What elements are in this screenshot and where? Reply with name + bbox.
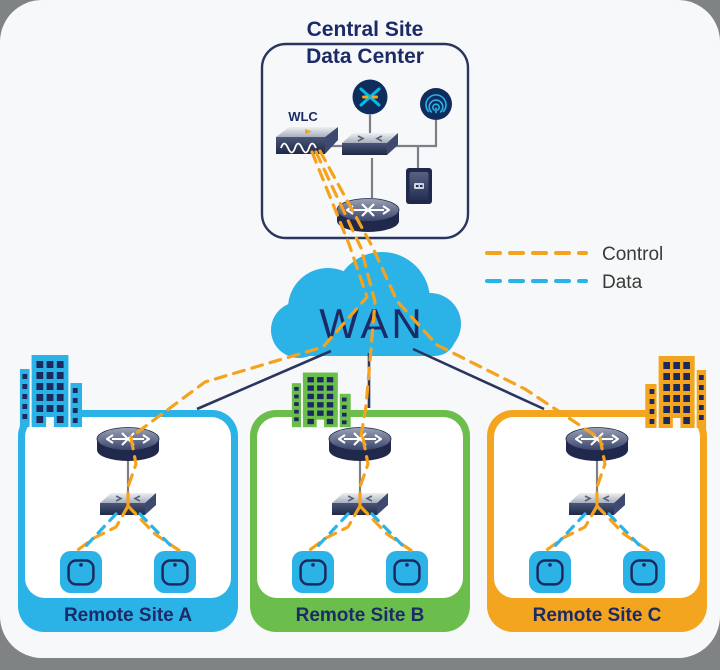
site-b-access-point-icon-right <box>386 551 428 593</box>
site-b-control-router-switch <box>358 436 370 508</box>
control-path-wlc-to-site-b <box>314 150 377 438</box>
server-icon <box>406 168 432 204</box>
site-c-data-to-ap-right <box>607 512 644 550</box>
site-c-label: Remote Site C <box>533 605 662 626</box>
site-b-label: Remote Site B <box>296 605 425 626</box>
site-c-control-router-switch <box>595 436 607 508</box>
wlc-label: WLC <box>288 109 318 124</box>
wan-cloud <box>271 252 461 358</box>
ise-fingerprint-icon <box>420 88 452 120</box>
site-a-router-icon <box>96 426 160 462</box>
site-c-control-to-ap-left <box>542 504 599 554</box>
site-a-control-router-switch <box>126 436 138 508</box>
wan-to-site-c-link <box>412 347 545 411</box>
wlc-controller-icon <box>276 126 338 155</box>
control-path-wlc-to-site-a <box>129 150 369 439</box>
site-b-access-point-icon-left <box>292 551 334 593</box>
legend-data-label: Data <box>602 272 643 293</box>
central-site-box <box>260 42 470 240</box>
central-router-icon <box>336 197 400 233</box>
site-a-label: Remote Site A <box>64 605 192 626</box>
central-switch-icon <box>342 132 398 156</box>
site-b-data-to-ap-right <box>370 512 407 550</box>
site-b-control-to-ap-left <box>305 504 362 554</box>
site-c-router-icon <box>565 426 629 462</box>
control-path-wlc-to-site-c <box>318 149 598 438</box>
site-c-access-point-icon-right <box>623 551 665 593</box>
wan-to-site-a-link <box>196 349 332 411</box>
dna-center-icon <box>352 79 388 115</box>
site-a-data-to-ap-left <box>82 512 118 550</box>
legend-control-label: Control <box>602 244 663 265</box>
legend: Control Data <box>485 244 663 293</box>
central-site-title-line1: Central Site <box>307 18 424 41</box>
site-a-control-to-ap-right <box>126 504 182 553</box>
site-a-access-point-icon-right <box>154 551 196 593</box>
central-site-title-line2: Data Center <box>306 45 424 68</box>
control-paths <box>73 149 651 554</box>
site-c-access-point-icon-left <box>529 551 571 593</box>
site-a-control-to-ap-left <box>73 504 130 554</box>
site-a-data-to-ap-right <box>138 512 175 550</box>
site-b-control-to-ap-right <box>358 504 414 553</box>
site-c-control-to-ap-right <box>595 504 651 553</box>
data-paths <box>82 512 644 550</box>
site-a-access-point-icon-left <box>60 551 102 593</box>
site-c-data-to-ap-left <box>551 512 587 550</box>
site-b-data-to-ap-left <box>314 512 350 550</box>
